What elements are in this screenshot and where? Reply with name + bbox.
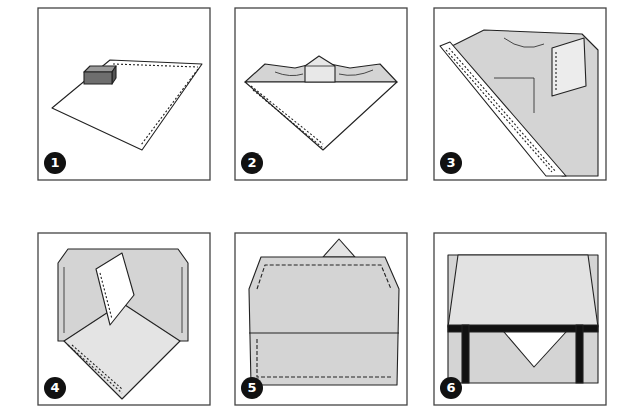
step-1-figure (52, 60, 202, 150)
callout-number: 1 (44, 152, 66, 174)
step-6-figure (448, 255, 598, 383)
callout-number: 5 (241, 377, 263, 399)
step-3-figure (440, 30, 598, 176)
panel-frames (38, 8, 606, 405)
callout-number: 3 (440, 152, 462, 174)
step-5-figure (249, 239, 399, 385)
callout-number: 2 (241, 152, 263, 174)
callout-number: 4 (44, 377, 66, 399)
step-2-figure (245, 56, 397, 150)
callout-number: 6 (440, 377, 462, 399)
step-4-figure (58, 249, 188, 399)
